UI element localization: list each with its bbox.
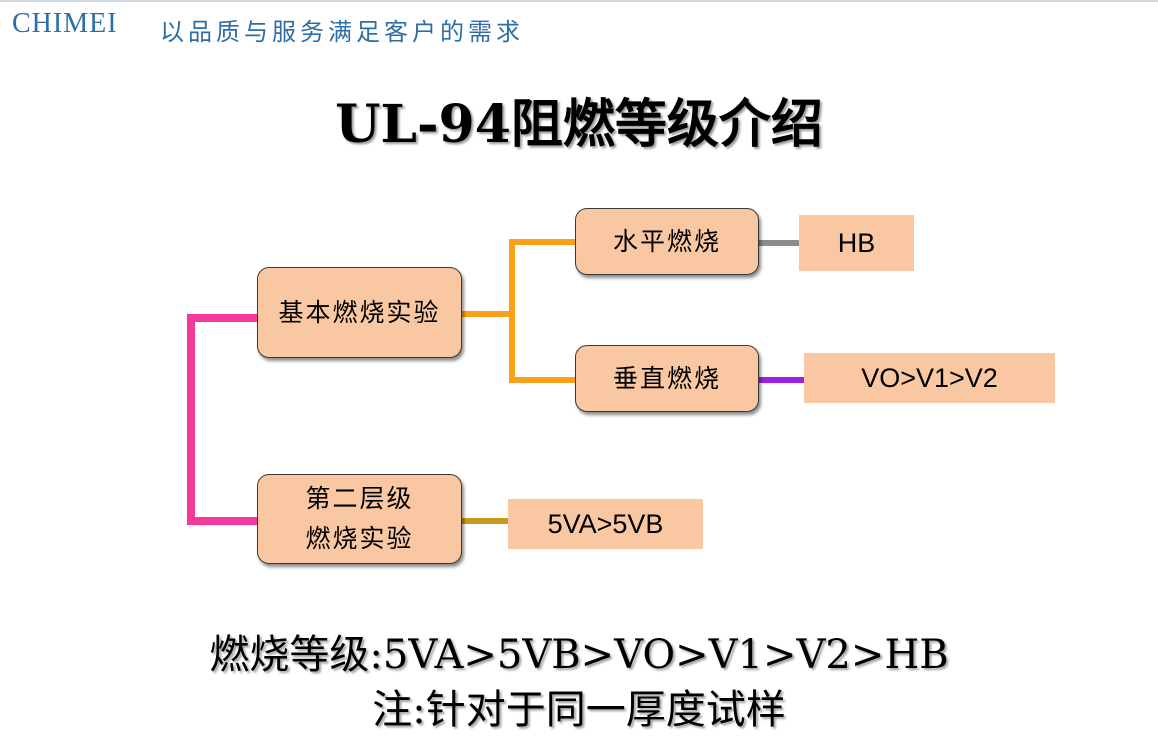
v-rating-box: VO>V1>V2 (804, 353, 1055, 403)
vertical-burn-box: 垂直燃烧 (575, 345, 759, 412)
brand-logo-text: CHIMEI (12, 8, 118, 39)
slogan: 以品质与服务满足客户的需求 (160, 18, 524, 46)
second-tier-test-box: 第二层级 燃烧实验 (257, 474, 462, 564)
header-rule (0, 0, 1158, 2)
hb-rating-label: HB (837, 227, 876, 258)
flammability-ranking: 燃烧等级:5VA>5VB>VO>V1>V2>HB (209, 632, 949, 678)
horizontal-burn-box: 水平燃烧 (575, 208, 759, 275)
5v-rating-box: 5VA>5VB (508, 499, 703, 549)
basic-burn-test-label: 基本燃烧实验 (278, 297, 441, 327)
vertical-burn-label: 垂直燃烧 (612, 363, 721, 393)
horizontal-burn-label: 水平燃烧 (612, 226, 721, 256)
v-rating-label: VO>V1>V2 (861, 362, 998, 393)
5v-rating-label: 5VA>5VB (547, 508, 664, 539)
thickness-note: 注:针对于同一厚度试样 (372, 687, 786, 733)
second-tier-label-line1: 第二层级 (305, 484, 414, 513)
second-tier-label-line2: 燃烧实验 (305, 524, 414, 553)
hb-rating-box: HB (799, 215, 914, 271)
page-title: UL-94阻燃等级介绍 (335, 94, 823, 155)
connector-pink (187, 314, 258, 525)
connector-orange-branch (509, 239, 576, 383)
basic-burn-test-box: 基本燃烧实验 (257, 267, 462, 358)
